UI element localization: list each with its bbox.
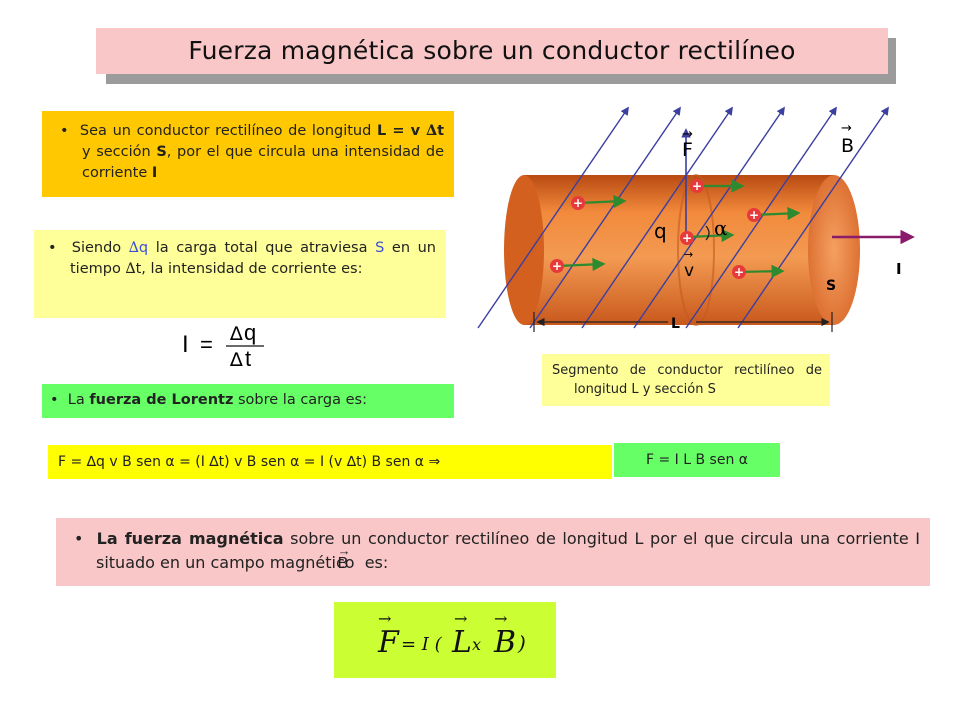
f-vector: F bbox=[377, 625, 400, 660]
intro-text: • Sea un conductor rectilíneo de longitu… bbox=[60, 122, 445, 181]
cross-x: x bbox=[472, 635, 481, 654]
formula-i-den-delta: ∆ bbox=[229, 349, 243, 370]
s-label: S bbox=[826, 278, 836, 294]
b-arrow: → bbox=[494, 609, 507, 628]
intro-box: • Sea un conductor rectilíneo de longitu… bbox=[42, 111, 454, 197]
field-line-6 bbox=[737, 106, 889, 329]
derivation-box: F = ∆q v B sen α = (I ∆t) v B sen α = I … bbox=[48, 445, 612, 479]
charge-q bbox=[680, 231, 694, 245]
field-line-5 bbox=[685, 106, 837, 329]
derivation-text: F = ∆q v B sen α = (I ∆t) v B sen α = I … bbox=[58, 454, 441, 470]
eq-i: = I ( bbox=[401, 634, 443, 655]
b-label: B bbox=[841, 135, 854, 157]
f-label-arrow: → bbox=[682, 127, 693, 142]
current-definition-box: • Siendo ∆q la carga total que atraviesa… bbox=[34, 230, 446, 318]
close-paren: ) bbox=[517, 631, 526, 655]
cylinder-section-s bbox=[808, 175, 860, 325]
charge-plus: + bbox=[573, 196, 583, 210]
charge bbox=[747, 208, 761, 222]
v-label: v bbox=[684, 261, 694, 281]
b-label-arrow: → bbox=[841, 121, 852, 136]
formula-i-lhs: I bbox=[182, 331, 189, 358]
i-label: I bbox=[896, 260, 902, 278]
field-line-2 bbox=[529, 106, 681, 329]
velocity-vector bbox=[556, 257, 606, 272]
formula-i-eq: = bbox=[200, 332, 213, 357]
charge-plus: + bbox=[552, 259, 562, 273]
charge bbox=[550, 259, 564, 273]
f-arrow: → bbox=[378, 609, 391, 628]
f-label: F bbox=[682, 139, 693, 161]
cylinder-left-end bbox=[504, 175, 544, 325]
charge-plus: + bbox=[682, 231, 692, 245]
summary-box: • La fuerza magnética sobre un conductor… bbox=[56, 518, 930, 586]
vector-formula: → F = I ( → L x → B ) bbox=[377, 609, 526, 660]
page-title: Fuerza magnética sobre un conductor rect… bbox=[96, 28, 888, 74]
b-vector: B bbox=[493, 625, 516, 660]
velocity-vector bbox=[753, 206, 801, 221]
formula-i-den: t bbox=[245, 346, 251, 370]
b-vector-label: B bbox=[337, 555, 349, 572]
diagram-caption: Segmento de conductor rectilíneo de long… bbox=[542, 354, 830, 406]
bullet: • bbox=[60, 123, 69, 139]
charge-plus: + bbox=[734, 265, 744, 279]
formula-i-num: q bbox=[244, 320, 256, 345]
charge-plus: + bbox=[692, 179, 702, 193]
current-definition-text: • Siendo ∆q la carga total que atraviesa… bbox=[48, 240, 436, 277]
velocity-vector bbox=[738, 264, 785, 278]
charge-plus: + bbox=[749, 208, 759, 222]
lorentz-text: • La fuerza de Lorentz sobre la carga es… bbox=[50, 392, 367, 408]
field-line-4 bbox=[633, 106, 785, 329]
l-label: L bbox=[671, 316, 680, 332]
v-label-arrow: → bbox=[684, 248, 693, 261]
formula-i-num-delta: ∆ bbox=[229, 323, 243, 345]
cylinder-mid-ring bbox=[677, 174, 715, 326]
velocity-vector bbox=[577, 194, 627, 209]
l-vector: L bbox=[451, 625, 472, 660]
current-formula: I = ∆ q ∆ t bbox=[182, 320, 264, 370]
alpha-label: α bbox=[714, 216, 728, 240]
field-line-3 bbox=[581, 106, 733, 329]
field-line-1 bbox=[477, 106, 629, 329]
velocity-vector bbox=[687, 228, 735, 243]
l-arrow: → bbox=[454, 609, 467, 628]
vector-formula-box: → F = I ( → L x → B ) bbox=[334, 602, 556, 678]
summary-text: • La fuerza magnética sobre un conductor… bbox=[74, 529, 921, 572]
charge bbox=[732, 265, 746, 279]
angle-arc bbox=[705, 225, 710, 241]
result-box: F = I L B sen α bbox=[614, 443, 780, 477]
charge bbox=[690, 179, 704, 193]
conductor-diagram: → F → B + + + + + + q α → v I S L bbox=[477, 106, 915, 332]
lorentz-box: • La fuerza de Lorentz sobre la carga es… bbox=[42, 384, 454, 418]
result-text: F = I L B sen α bbox=[645, 452, 749, 468]
charge bbox=[571, 196, 585, 210]
q-label: q bbox=[654, 219, 667, 243]
